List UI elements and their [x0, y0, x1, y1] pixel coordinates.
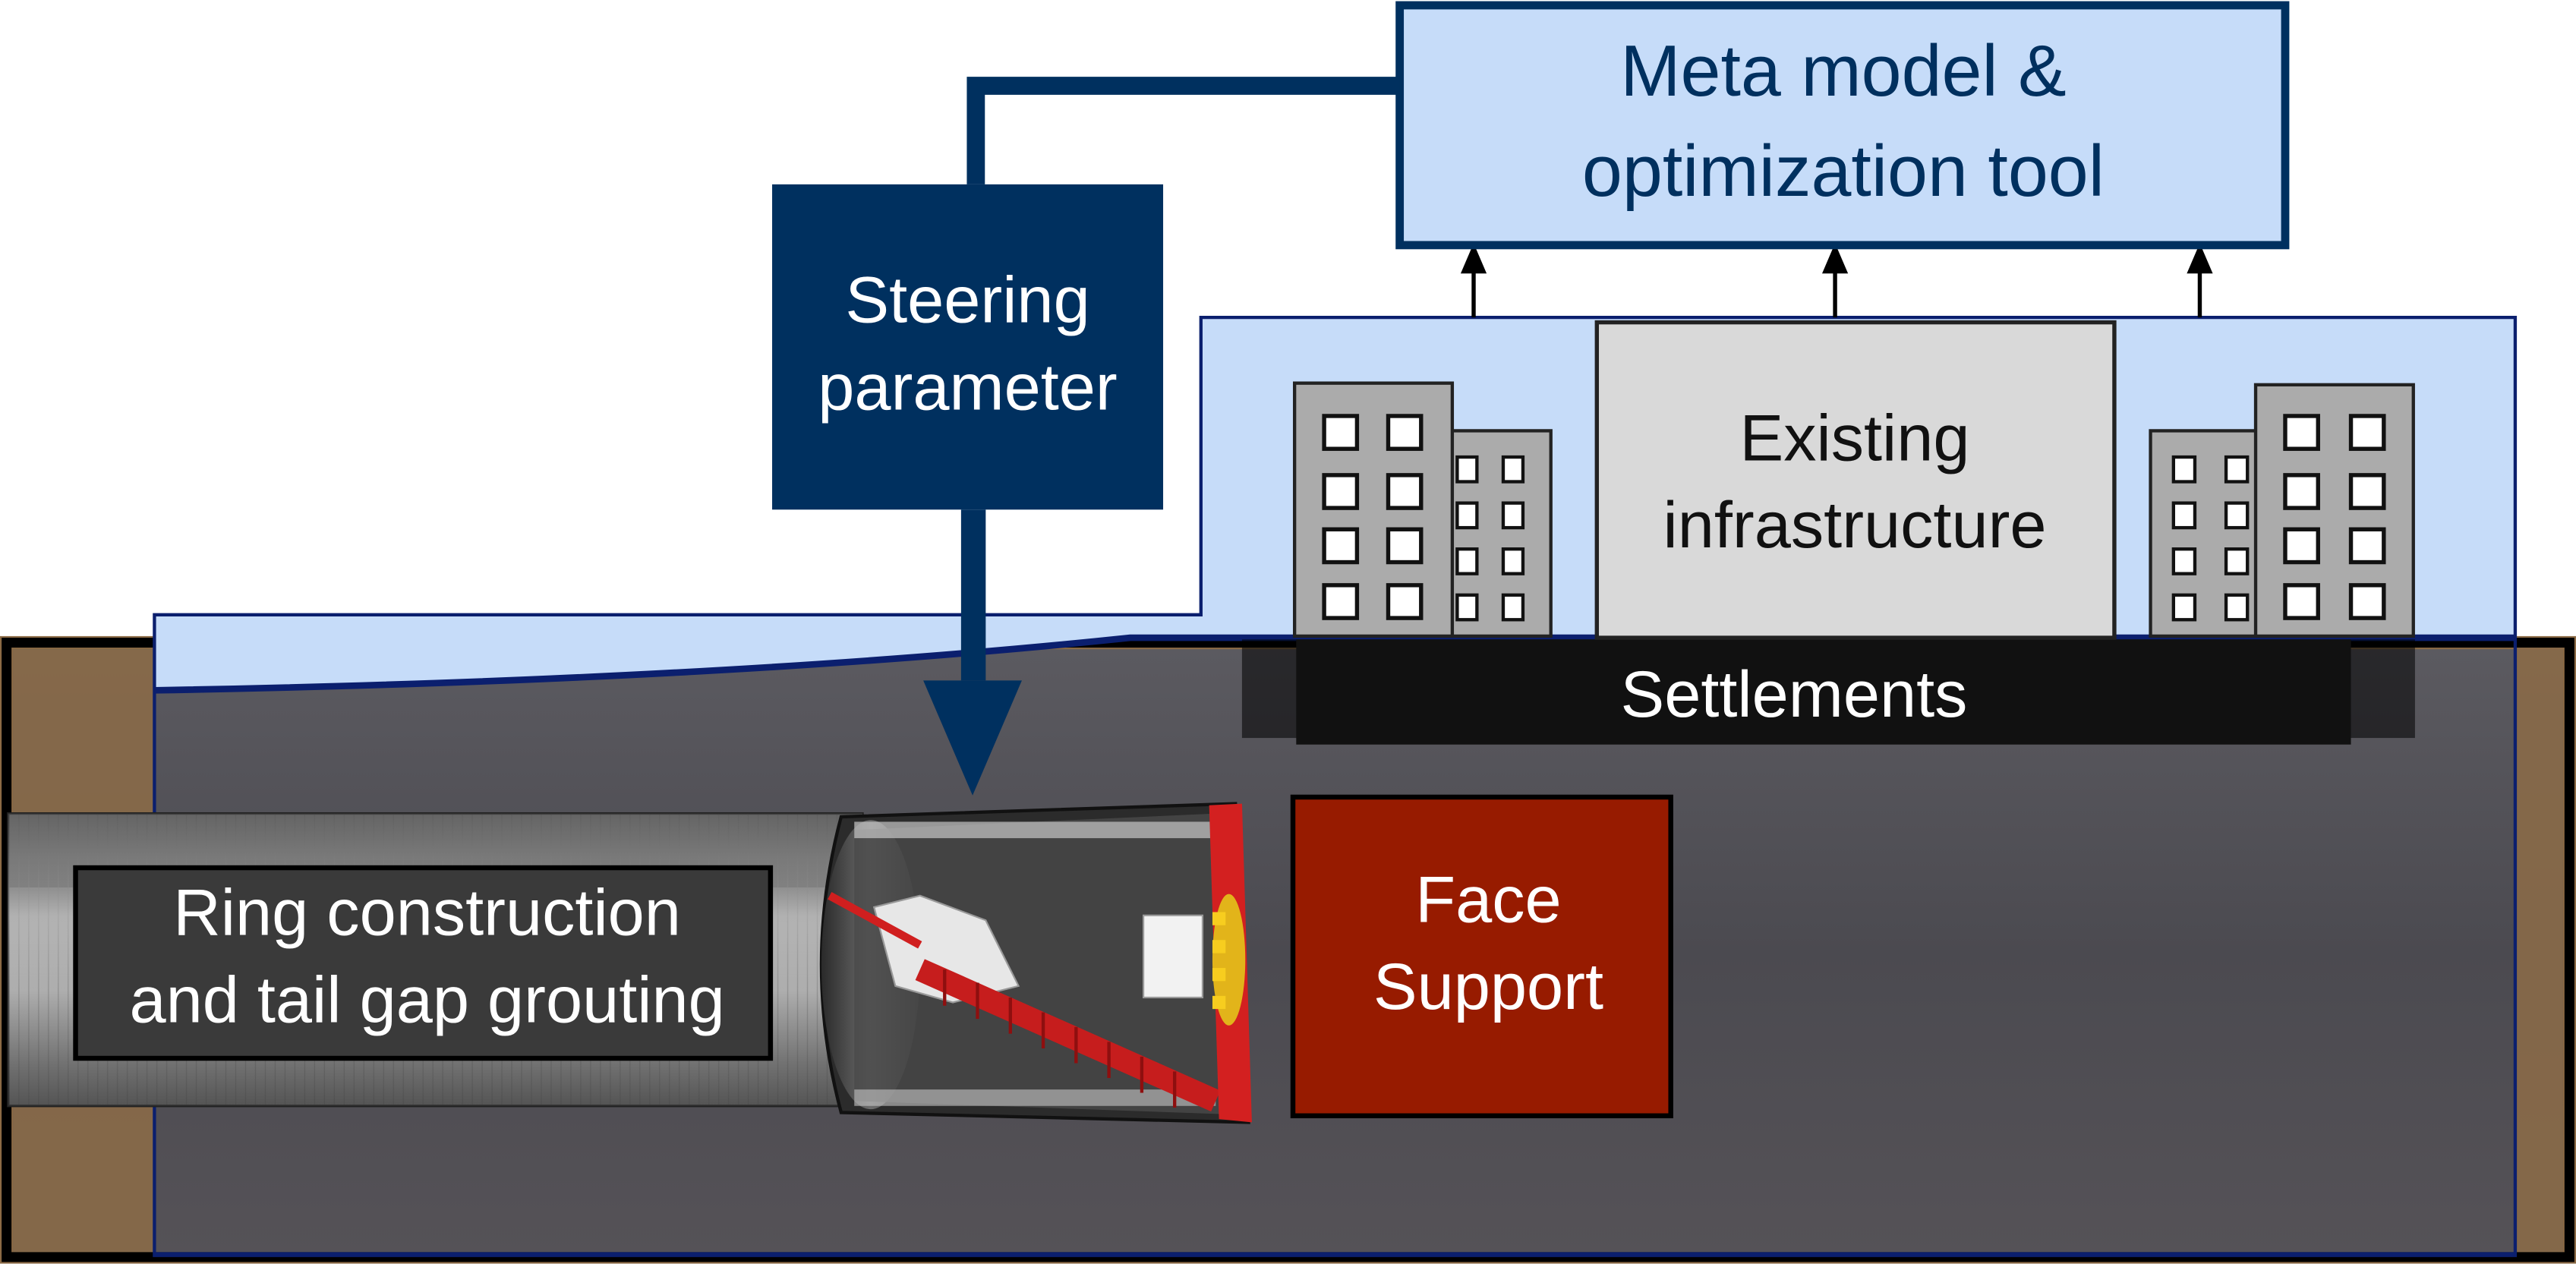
settlements-label: Settlements: [1620, 658, 1967, 731]
tbm-main-bearing: [1212, 894, 1246, 1026]
arrows-to-meta-model: [1460, 243, 2213, 318]
arrow-up-1-head: [1460, 243, 1487, 274]
face-support-label-line1: Face: [1415, 863, 1561, 936]
infrastructure-label-line1: Existing: [1740, 402, 1970, 474]
tbm-erector: [872, 894, 1020, 1004]
buildings-right: [2149, 383, 2415, 638]
arrow-up-2-head: [1821, 243, 1849, 274]
existing-infrastructure: Existing infrastructure: [1594, 320, 2117, 640]
ring-label-line2: and tail gap grouting: [129, 963, 724, 1036]
buildings-left: [1292, 381, 1553, 638]
steering-label-line2: parameter: [818, 351, 1117, 424]
meta-model-label-line1: Meta model &: [1620, 31, 2066, 112]
steering-label-line1: Steering: [845, 264, 1089, 337]
steering-arrow: [923, 509, 1022, 796]
screw-conveyor: [915, 959, 1221, 1112]
ring-construction-box: Ring construction and tail gap grouting: [73, 865, 774, 1061]
meta-model-label-line2: optimization tool: [1582, 131, 2105, 212]
steering-parameter-box: Steering parameter: [772, 184, 1164, 510]
infrastructure-label-line2: infrastructure: [1663, 489, 2047, 562]
arrow-up-3-head: [2187, 243, 2213, 274]
building-front-right: [2253, 383, 2415, 638]
ring-label-line1: Ring construction: [173, 877, 681, 950]
meta-model-box: Meta model & optimization tool: [1395, 1, 2290, 250]
steering-arrow-head: [923, 680, 1022, 796]
tbm-cutaway: [819, 802, 1252, 1124]
face-support-box: Face Support: [1290, 794, 1673, 1119]
face-support-label-line2: Support: [1373, 950, 1603, 1023]
surface-line: [154, 634, 2515, 694]
settlements-band: Settlements: [1241, 639, 2415, 745]
soil-right-edge: [2515, 641, 2563, 1256]
feedback-connector: [966, 77, 1400, 184]
building-front-left: [1292, 381, 1455, 638]
tbm-drive-unit: [1142, 914, 1204, 999]
